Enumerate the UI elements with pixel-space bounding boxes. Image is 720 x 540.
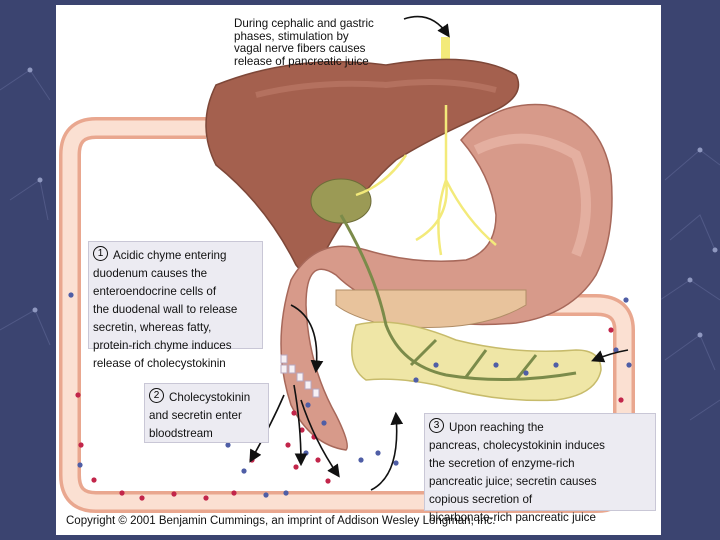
step-2-number: 2 — [149, 388, 164, 403]
stomach — [280, 103, 613, 451]
step-1-text: Acidic chyme entering duodenum causes th… — [93, 249, 238, 370]
liver — [205, 58, 520, 271]
step-3-text: Upon reaching the pancreas, cholecystoki… — [429, 421, 605, 524]
step-1-number: 1 — [93, 246, 108, 261]
step-3-number: 3 — [429, 418, 444, 433]
digestion-illustration — [59, 15, 635, 513]
vagal-stimulation-caption: During cephalic and gastric phases, stim… — [234, 17, 374, 68]
gallbladder — [310, 178, 372, 224]
enteroendocrine-cells — [280, 354, 320, 398]
flow-arrows — [249, 15, 629, 491]
ducts — [339, 214, 577, 382]
figure-panel: During cephalic and gastric phases, stim… — [56, 5, 661, 535]
copyright-notice: Copyright © 2001 Benjamin Cummings, an i… — [66, 515, 496, 527]
step-2-text: Cholecystokinin and secretin enter blood… — [149, 391, 251, 440]
nerve-branches — [355, 105, 497, 256]
